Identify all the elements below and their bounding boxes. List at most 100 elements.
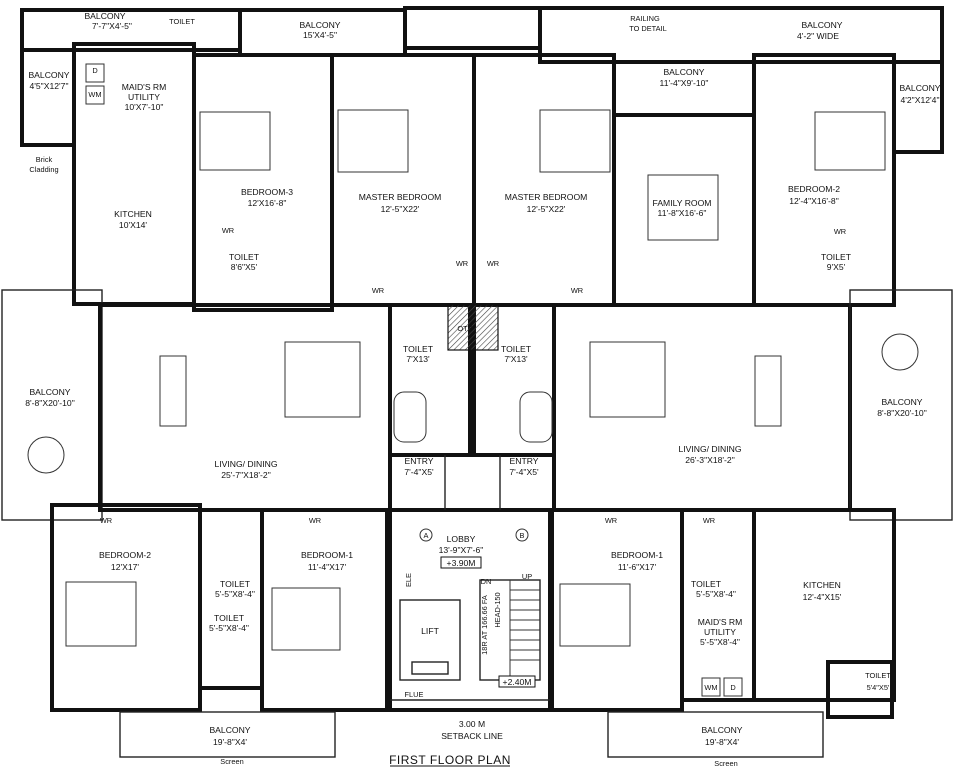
- bathtub-right: [519, 391, 553, 443]
- marker-a: [419, 528, 433, 542]
- room-dim: 11'-4"X17': [308, 562, 347, 572]
- appliance-label: WM: [88, 90, 101, 99]
- room-name: TOILET: [865, 671, 891, 680]
- wall-toilets-left: [198, 508, 264, 690]
- level-box: [498, 675, 536, 688]
- dryer-box-right: [723, 677, 743, 697]
- bed-master-left: [337, 109, 409, 173]
- room-name: TOILET: [821, 252, 852, 262]
- room-name: MASTER BEDROOM: [359, 192, 442, 202]
- wardrobe-label: WR: [222, 226, 234, 235]
- wall-top-right-balcony: [538, 6, 944, 64]
- room-dim: 4'-2" WIDE: [797, 31, 839, 41]
- screen-label: Screen: [220, 757, 243, 766]
- bed-bedroom1-right: [559, 583, 631, 647]
- room-name: FAMILY ROOM: [653, 198, 712, 208]
- room-dim: 7'X13': [504, 354, 528, 364]
- bed-bedroom3: [199, 111, 271, 171]
- wardrobe-label: WR: [605, 516, 617, 525]
- bed-bedroom1-left: [271, 587, 341, 651]
- room-dim: 7'-7"X4'-5": [92, 21, 132, 31]
- plan-title: FIRST FLOOR PLAN: [389, 753, 511, 767]
- room-name: BALCONY: [701, 725, 742, 735]
- room-name: MAID'S RM: [698, 617, 743, 627]
- wall-balcony-bottom-left: [119, 711, 336, 758]
- wardrobe-label: WR: [309, 516, 321, 525]
- room-dim: 7'-4"X5': [509, 467, 539, 477]
- wall-bedroom1-left: [260, 508, 389, 712]
- room-dim: 13'-9"X7'-6": [439, 545, 484, 555]
- room-name: MASTER BEDROOM: [505, 192, 588, 202]
- room-dim: 15'X4'-5": [303, 30, 337, 40]
- bed-master-right: [539, 109, 611, 173]
- bed-bedroom2-right: [814, 111, 886, 171]
- lift-door: [411, 661, 449, 675]
- bathtub-left: [393, 391, 427, 443]
- sofa-set-left: [284, 341, 361, 418]
- sofa-set-right: [589, 341, 666, 418]
- room-name: TOILET: [214, 613, 245, 623]
- appliance-label: D: [92, 66, 97, 75]
- room-dim: 5'-5"X8'-4": [215, 589, 255, 599]
- note-line: TO DETAIL: [629, 24, 667, 33]
- room-name: BALCONY: [29, 387, 70, 397]
- wardrobe-label: WR: [100, 516, 112, 525]
- sofa-set-family: [647, 174, 719, 241]
- room-dim: 8'-8"X20'-10": [25, 398, 75, 408]
- room-dim: 12'-4"X15': [803, 592, 842, 602]
- room-name: BEDROOM-2: [99, 550, 151, 560]
- level-box: [440, 556, 482, 569]
- room-name: BEDROOM-1: [301, 550, 353, 560]
- room-name: ENTRY: [405, 456, 434, 466]
- wall-bedroom2-right: [752, 53, 896, 307]
- room-dim: 11'-4"X9'-10": [660, 78, 709, 88]
- screen-label: Screen: [714, 759, 737, 768]
- room-dim: 11'-8"X16'-6": [658, 208, 707, 218]
- wall-toilet-br: [826, 660, 894, 719]
- room-name: TOILET: [220, 579, 251, 589]
- room-name: MAID'S RM: [122, 82, 167, 92]
- wall-left-balcony-upper: [20, 48, 76, 147]
- lift-shaft: [399, 599, 461, 681]
- marker-b-label: B: [520, 531, 525, 540]
- room-dim: 4'2"X12'4": [900, 95, 939, 105]
- washer-box: [85, 85, 105, 105]
- room-name: LIFT: [421, 626, 439, 636]
- room-name: LIVING/ DINING: [214, 459, 277, 469]
- room-name: BALCONY: [299, 20, 340, 30]
- room-dim: 25'-7"X18'-2": [221, 470, 271, 480]
- room-name: TOILET: [403, 344, 434, 354]
- wardrobe-label: WR: [487, 259, 499, 268]
- room-dim: 4'5"X12'7": [29, 81, 68, 91]
- room-dim: 26'-3"X18'-2": [685, 455, 735, 465]
- wardrobe-label: WR: [703, 516, 715, 525]
- walls: [1, 6, 953, 758]
- round-table-right: [881, 333, 919, 371]
- room-name: LIVING/ DINING: [678, 444, 741, 454]
- room-name: BEDROOM-1: [611, 550, 663, 560]
- room-dim: 19'-8"X4': [705, 737, 739, 747]
- ots-shaft: [447, 304, 499, 351]
- wall-bedroom1-right: [550, 508, 684, 712]
- room-name: KITCHEN: [803, 580, 841, 590]
- wall-master-left: [330, 53, 476, 307]
- room-name: TOILET: [169, 17, 195, 26]
- room-dim: 5'-5"X8'-4": [696, 589, 736, 599]
- wall-balcony-bottom-right: [607, 711, 824, 758]
- wall-toilet-center-left: [388, 303, 472, 457]
- stair-dn: DN: [481, 577, 492, 586]
- appliance-label: D: [730, 683, 735, 692]
- wardrobe-label: WR: [834, 227, 846, 236]
- room-dim: 12'-5"X22': [527, 204, 566, 214]
- room-sub: UTILITY: [128, 92, 160, 102]
- room-name: BALCONY: [663, 67, 704, 77]
- setback-text: SETBACK LINE: [441, 731, 503, 741]
- room-dim: 10'X14': [119, 220, 147, 230]
- wall-living-right: [552, 303, 852, 512]
- note-line: Cladding: [29, 165, 58, 174]
- dining-table-right: [754, 355, 782, 427]
- room-name: TOILET: [691, 579, 722, 589]
- room-name: BALCONY: [801, 20, 842, 30]
- level-text: +2.40M: [503, 677, 532, 687]
- room-dim: 12'-4"X16'-8": [789, 196, 839, 206]
